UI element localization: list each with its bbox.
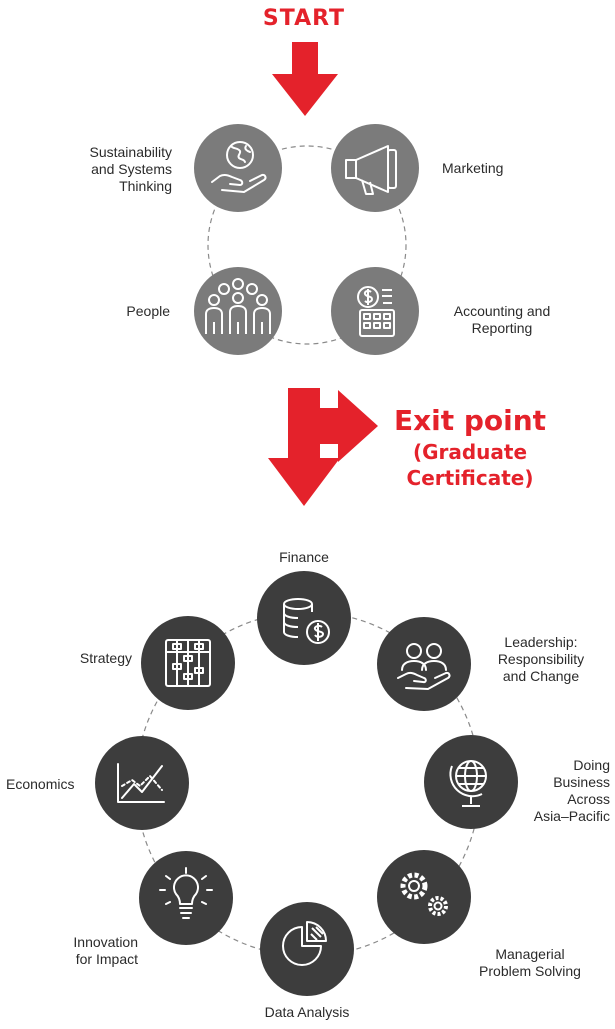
stage2-node-strategy (141, 616, 235, 710)
abacus-icon (165, 639, 211, 687)
exit-point-sub2: Certificate) (406, 466, 534, 490)
exit-point-sub1: (Graduate (412, 440, 528, 464)
stage2-node-doing-business (424, 735, 518, 829)
label-accounting: Accounting and Reporting (453, 303, 551, 336)
label-strategy: Strategy (79, 650, 132, 666)
label-doing-business: Doing Business Across Asia–Pacific (533, 757, 610, 824)
start-label: START (262, 6, 346, 31)
line-chart-icon (117, 763, 165, 803)
stage2-node-managerial (377, 850, 471, 944)
stage1-ring (207, 145, 407, 345)
stage2-node-data-analysis (260, 902, 354, 996)
gears-icon (400, 872, 448, 916)
start-arrow (272, 42, 338, 116)
people-group-icon (205, 278, 271, 334)
globe-hand-icon (211, 141, 267, 193)
pie-chart-icon (282, 921, 327, 966)
lightbulb-icon (159, 867, 213, 919)
label-leadership: Leadership: Responsibility and Change (497, 634, 585, 684)
label-people: People (126, 303, 170, 319)
label-data-analysis: Data Analysis (264, 1004, 350, 1020)
stage2-node-innovation (139, 851, 233, 945)
stage1-node-people (194, 267, 282, 355)
exit-point-title: Exit point (393, 404, 547, 437)
label-managerial: Managerial Problem Solving (479, 946, 581, 979)
stage1-node-sustainability (194, 124, 282, 212)
megaphone-icon (345, 145, 397, 195)
calculator-icon (357, 286, 395, 337)
people-hand-icon (397, 643, 451, 690)
label-marketing: Marketing (442, 160, 504, 176)
stage2-node-leadership (377, 617, 471, 711)
globe-stand-icon (449, 760, 487, 807)
label-economics: Economics (6, 776, 75, 792)
label-innovation: Innovation for Impact (73, 934, 138, 967)
exit-arrow (268, 388, 378, 506)
stage2-node-finance (257, 571, 351, 665)
stage2-node-economics (95, 736, 189, 830)
coins-dollar-icon (283, 598, 330, 644)
label-finance: Finance (279, 549, 329, 565)
label-sustainability: Sustainability and Systems Thinking (89, 144, 173, 194)
stage1-node-marketing (331, 124, 419, 212)
stage1-node-accounting (331, 267, 419, 355)
